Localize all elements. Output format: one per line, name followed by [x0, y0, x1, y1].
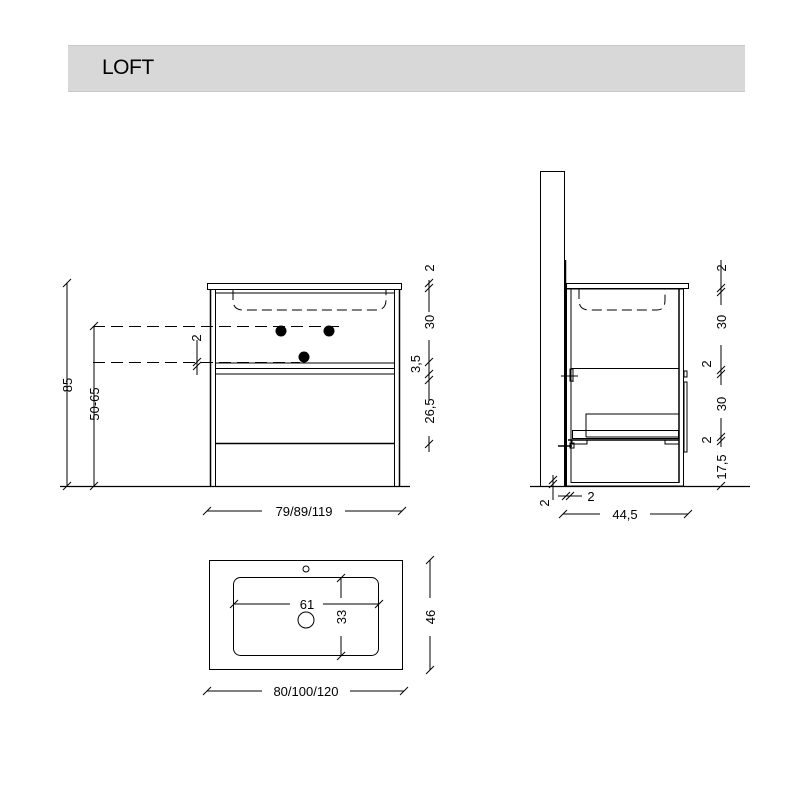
- basin-top: [233, 577, 379, 656]
- page-title: LOFT: [102, 56, 154, 79]
- dim-wall-gap-vertical: 2: [537, 499, 552, 506]
- dim-side-shelf-1: 2: [699, 360, 714, 367]
- drain-hole-icon: [297, 611, 315, 629]
- wall: [540, 171, 565, 487]
- title-bar: LOFT: [68, 45, 745, 92]
- drawer-front: [215, 368, 395, 444]
- dim-basin-depth: 33: [334, 610, 349, 624]
- pipe-hole-icon: [298, 351, 310, 363]
- tap-hole-icon: [302, 565, 310, 573]
- dim-total-width: 80/100/120: [273, 684, 338, 699]
- dim-gap: 3,5: [408, 355, 423, 373]
- dim-side-middle-section: 30: [714, 397, 729, 411]
- pipe-hole-icon: [275, 325, 287, 337]
- dim-total-height: 85: [60, 378, 75, 392]
- dim-drawer: 26,5: [422, 398, 437, 423]
- countertop-top: [209, 560, 403, 670]
- side-view-labels: 2 30 2 30 2 17,5 2 2 44,5: [537, 264, 729, 522]
- side-view: [530, 171, 750, 519]
- dim-wall-gap-horizontal: 2: [587, 489, 594, 504]
- dim-width: 79/89/119: [276, 504, 333, 519]
- top-view-labels: 61 33 46 80/100/120: [273, 597, 438, 699]
- dim-basin-width: 61: [300, 597, 314, 612]
- dim-side-bottom-section: 17,5: [714, 454, 729, 479]
- dim-top-thickness: 2: [422, 264, 437, 271]
- countertop-side: [566, 283, 689, 289]
- countertop: [207, 283, 402, 290]
- dim-side-upper-section: 30: [714, 315, 729, 329]
- front-view-labels: 85 50-65 2 2 30 3,5 26,5 79/89/119: [60, 264, 437, 519]
- dim-basin-section: 30: [422, 315, 437, 329]
- top-view: [202, 555, 435, 696]
- dim-side-top-thickness: 2: [714, 264, 729, 271]
- dim-drain-height: 50-65: [87, 387, 102, 420]
- basin-outline-side: [578, 289, 666, 311]
- pipe-hole-icon: [323, 325, 335, 337]
- dim-total-depth: 46: [423, 610, 438, 624]
- front-view: [60, 278, 434, 516]
- basin-outline: [232, 290, 387, 311]
- dim-depth: 44,5: [612, 507, 637, 522]
- dim-drain-offset: 2: [189, 334, 204, 341]
- dim-side-shelf-2: 2: [699, 436, 714, 443]
